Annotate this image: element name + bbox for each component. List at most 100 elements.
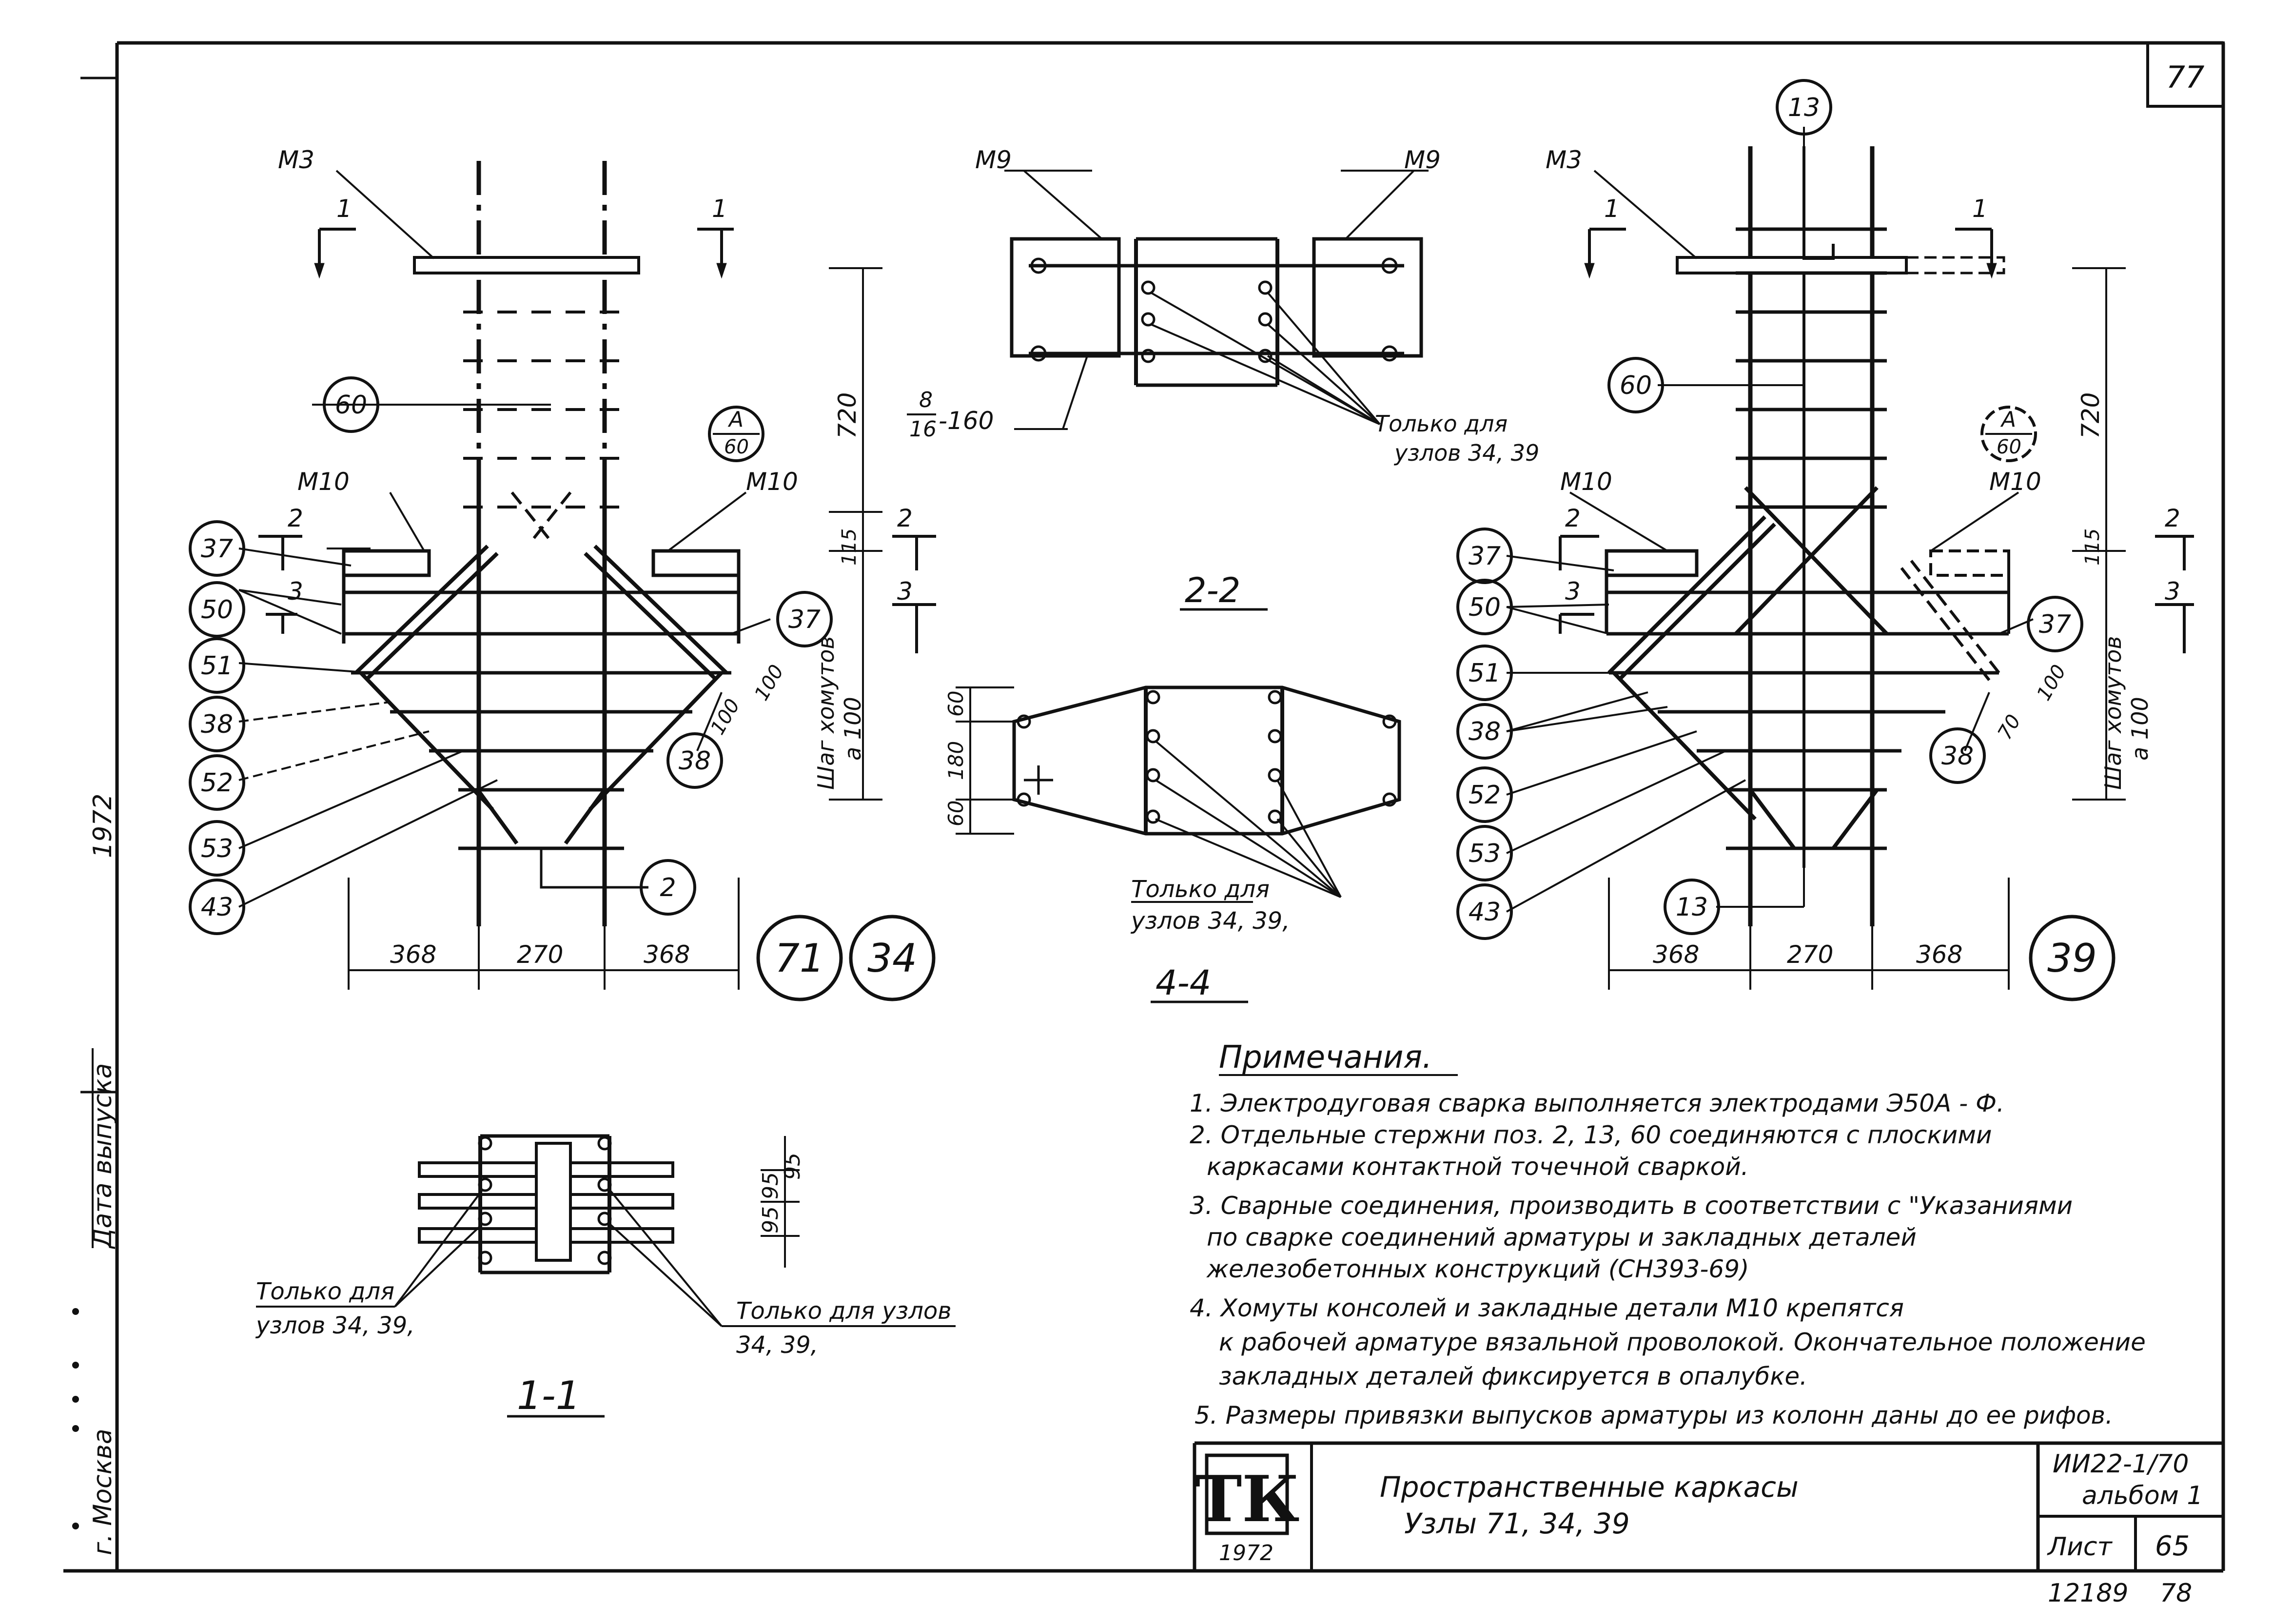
- svg-text:38: 38: [1941, 742, 1974, 771]
- title-line-2: Узлы 71, 34, 39: [1404, 1507, 1630, 1540]
- svg-text:52: 52: [1469, 781, 1501, 810]
- callout-38b-right: 38: [1929, 727, 1986, 784]
- svg-text:38: 38: [1469, 717, 1501, 746]
- notes-heading: Примечания.: [1219, 1039, 1432, 1076]
- s44-only-for: Только для: [1131, 876, 1270, 903]
- note-3: 3. Сварные соединения, производить в соо…: [1190, 1192, 2073, 1220]
- svg-text:13: 13: [1676, 893, 1708, 922]
- left-dim-720: 720: [833, 392, 862, 439]
- note-1: 1. Электродуговая сварка выполняется эле…: [1190, 1089, 2004, 1117]
- note-5: 5. Размеры привязки выпусков арматуры из…: [1195, 1401, 2113, 1429]
- left-cut-1b: 1: [712, 195, 727, 223]
- svg-text:51: 51: [1469, 659, 1501, 688]
- left-cut-3a: 3: [288, 577, 303, 606]
- s22-only-nodes: узлов 34, 39: [1393, 440, 1539, 466]
- left-dim-100a: 100: [706, 695, 744, 739]
- s11-section-label: 1-1: [517, 1373, 581, 1418]
- s44-dim-60a: 60: [944, 691, 968, 717]
- tk-logo: ТК: [1195, 1462, 1300, 1536]
- notes-block: Примечания. 1. Электродуговая сварка вып…: [1190, 1039, 2146, 1429]
- svg-text:37: 37: [201, 534, 233, 564]
- right-dim-720: 720: [2077, 392, 2105, 439]
- callout-37b: 37: [776, 591, 833, 647]
- section-1-1-labels: 95 95 95 Только для узлов 34, 39, Только…: [255, 1153, 952, 1418]
- right-cut-2a: 2: [1565, 504, 1581, 532]
- s22-plate-num: 8: [919, 388, 933, 412]
- svg-text:53: 53: [201, 834, 233, 863]
- sheet-label: Лист: [2047, 1532, 2113, 1562]
- svg-text:38: 38: [679, 746, 711, 776]
- s22-m9-left: М9: [975, 146, 1012, 174]
- left-cut-3b: 3: [897, 577, 913, 606]
- left-cut-2a: 2: [288, 504, 303, 532]
- title-line-1: Пространственные каркасы: [1380, 1470, 1799, 1504]
- left-dim-368a: 368: [390, 940, 436, 969]
- left-label-m10a: М10: [297, 468, 350, 496]
- s22-only-for: Только для: [1375, 411, 1508, 437]
- s44-section-label: 4-4: [1156, 963, 1211, 1003]
- inventory-suffix: 78: [2160, 1579, 2192, 1608]
- s11-only-nodes-left: узлов 34, 39,: [255, 1312, 414, 1339]
- svg-text:39: 39: [2047, 936, 2097, 981]
- section-2-2-labels: М9 М9 8 16 -160 Только для узлов 34, 39 …: [907, 146, 1539, 610]
- left-label-m3: М3: [278, 146, 314, 174]
- right-stirrup-value: а 100: [2127, 697, 2153, 761]
- callout-52: 52: [189, 754, 245, 811]
- left-label-m10b: М10: [746, 468, 798, 496]
- page-number: 77: [2166, 59, 2205, 95]
- callout-52-right: 52: [1456, 766, 1513, 823]
- s11-only-for-right: Только для узлов: [736, 1297, 952, 1325]
- node-badges-left: 71 34: [756, 915, 936, 1001]
- callout-51-right: 51: [1456, 645, 1513, 701]
- note-3b: по сварке соединений арматуры и закладны…: [1207, 1223, 1917, 1252]
- callout-37: 37: [189, 520, 245, 577]
- node-71-badge: 71: [756, 915, 843, 1001]
- s22-section-label: 2-2: [1185, 570, 1240, 610]
- right-dim-270: 270: [1787, 940, 1833, 969]
- svg-text:2: 2: [660, 873, 676, 902]
- view-right-callouts: 13 60 37 50 51 38 52 53 43 13 37 38: [1456, 79, 2083, 940]
- left-margin-stamp: Дата выпуска 1972 г. Москва: [72, 794, 118, 1555]
- right-stirrup-step: Шаг хомутов: [2100, 636, 2126, 790]
- right-detail-ref-top: А: [2000, 407, 2016, 432]
- svg-text:37: 37: [2039, 610, 2071, 639]
- right-cut-3b: 3: [2165, 577, 2180, 606]
- note-4c: закладных деталей фиксируется в опалубке…: [1219, 1362, 1807, 1390]
- svg-text:43: 43: [1469, 898, 1501, 927]
- margin-city: г. Москва: [88, 1428, 118, 1555]
- section-4-4-labels: 60 180 60 Только для узлов 34, 39, 4-4: [944, 691, 1290, 1003]
- section-4-4: [956, 685, 1401, 1003]
- view-right: [1506, 127, 2194, 990]
- title-block-text: ТК 1972 Пространственные каркасы Узлы 71…: [1195, 1449, 2203, 1608]
- note-4: 4. Хомуты консолей и закладные детали М1…: [1190, 1294, 1904, 1322]
- svg-text:37: 37: [788, 605, 821, 634]
- callout-38-right: 38: [1456, 703, 1513, 760]
- left-dim-115: 115: [838, 528, 861, 566]
- right-detail-ref-bottom: 60: [1997, 436, 2021, 458]
- svg-text:53: 53: [1469, 839, 1501, 868]
- left-dim-100b: 100: [750, 661, 788, 704]
- svg-text:60: 60: [1620, 371, 1652, 400]
- section-2-2: [1004, 170, 1429, 611]
- svg-text:51: 51: [201, 651, 233, 681]
- left-stirrup-value: а 100: [840, 697, 866, 761]
- left-stirrup-step: Шаг хомутов: [813, 636, 839, 790]
- right-cut-2b: 2: [2165, 504, 2180, 532]
- callout-60: 60: [323, 376, 379, 433]
- title-block: [1193, 1441, 2223, 1571]
- left-cut-2b: 2: [897, 504, 913, 532]
- svg-text:13: 13: [1788, 93, 1820, 122]
- right-dim-115: 115: [2081, 528, 2104, 566]
- section-1-1: [256, 1134, 956, 1418]
- right-label-m10a: М10: [1560, 468, 1612, 496]
- callout-38b: 38: [666, 732, 723, 789]
- inventory-number: 12189: [2048, 1579, 2128, 1608]
- right-dim-368a: 368: [1653, 940, 1699, 969]
- tk-logo-year: 1972: [1219, 1541, 1273, 1565]
- callout-13-top: 13: [1776, 79, 1832, 136]
- svg-text:50: 50: [201, 595, 233, 625]
- s11-dim-95a: 95: [780, 1153, 805, 1180]
- callout-50: 50: [189, 581, 245, 638]
- svg-text:52: 52: [201, 768, 233, 798]
